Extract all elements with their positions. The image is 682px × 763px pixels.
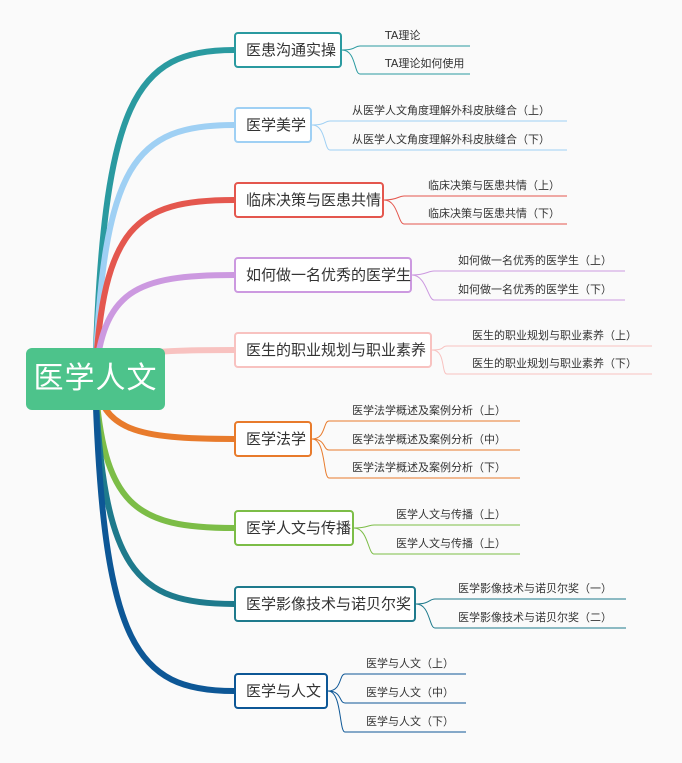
subtopic-node[interactable]: 医学法学概述及案例分析（下） [352, 461, 506, 474]
subtopic-node[interactable]: 医学人文与传播（上） [396, 508, 506, 521]
subtopic-connector [311, 420, 520, 440]
subtopic-connector [327, 673, 466, 692]
subtopic-node[interactable]: 医学影像技术与诺贝尔奖（一） [458, 582, 612, 595]
subtopic-connector [311, 120, 567, 126]
subtopic-connector [341, 49, 470, 75]
branch-connector [92, 122, 237, 382]
branch-connector [92, 376, 237, 607]
subtopic-connector [353, 524, 520, 529]
subtopic-node[interactable]: 如何做一名优秀的医学生（下） [458, 283, 612, 296]
subtopic-node[interactable]: TA理论 [385, 29, 421, 42]
subtopic-node[interactable]: 医学与人文（下） [366, 715, 454, 728]
subtopic-node[interactable]: 从医学人文角度理解外科皮肤缝合（下） [352, 133, 550, 146]
subtopic-node[interactable]: 临床决策与医患共情（上） [428, 179, 560, 192]
subtopic-node[interactable]: 医生的职业规划与职业素养（下） [472, 357, 637, 370]
subtopic-node[interactable]: 从医学人文角度理解外科皮肤缝合（上） [352, 104, 550, 117]
subtopic-node[interactable]: 医学与人文（中） [366, 686, 454, 699]
subtopic-node[interactable]: 医学法学概述及案例分析（中） [352, 433, 506, 446]
topic-node[interactable]: 临床决策与医患共情 [234, 182, 384, 218]
topic-node[interactable]: 医学法学 [234, 421, 312, 457]
subtopic-connector [383, 199, 567, 225]
branch-connector [92, 376, 237, 694]
subtopic-node[interactable]: 医生的职业规划与职业素养（上） [472, 329, 637, 342]
subtopic-node[interactable]: 医学人文与传播（上） [396, 537, 506, 550]
subtopic-connector [383, 195, 567, 201]
subtopic-node[interactable]: 临床决策与医患共情（下） [428, 207, 560, 220]
subtopic-node[interactable]: 医学影像技术与诺贝尔奖（二） [458, 611, 612, 624]
topic-node[interactable]: 医学人文与传播 [234, 510, 354, 546]
topic-node[interactable]: 医生的职业规划与职业素养 [234, 332, 432, 368]
subtopic-connector [311, 438, 520, 479]
subtopic-connector [411, 270, 625, 276]
subtopic-node[interactable]: 医学法学概述及案例分析（上） [352, 404, 506, 417]
root-node[interactable]: 医学人文 [26, 348, 165, 410]
subtopic-connector [327, 690, 466, 733]
subtopic-node[interactable]: 如何做一名优秀的医学生（上） [458, 254, 612, 267]
subtopic-connector [415, 603, 626, 629]
subtopic-connector [353, 527, 520, 555]
branch-connector [92, 197, 237, 382]
topic-node[interactable]: 医学美学 [234, 107, 312, 143]
subtopic-connector [415, 598, 626, 605]
subtopic-connector [431, 345, 652, 351]
subtopic-connector [327, 690, 466, 704]
topic-node[interactable]: 如何做一名优秀的医学生 [234, 257, 412, 293]
subtopic-connector [341, 45, 470, 51]
topic-node[interactable]: 医学影像技术与诺贝尔奖 [234, 586, 416, 622]
subtopic-connector [431, 349, 652, 375]
subtopic-node[interactable]: TA理论如何使用 [385, 57, 465, 70]
subtopic-connector [411, 274, 625, 301]
subtopic-connector [311, 124, 567, 151]
subtopic-node[interactable]: 医学与人文（上） [366, 657, 454, 670]
topic-node[interactable]: 医学与人文 [234, 673, 328, 709]
subtopic-connector [311, 438, 520, 451]
topic-node[interactable]: 医患沟通实操 [234, 32, 342, 68]
